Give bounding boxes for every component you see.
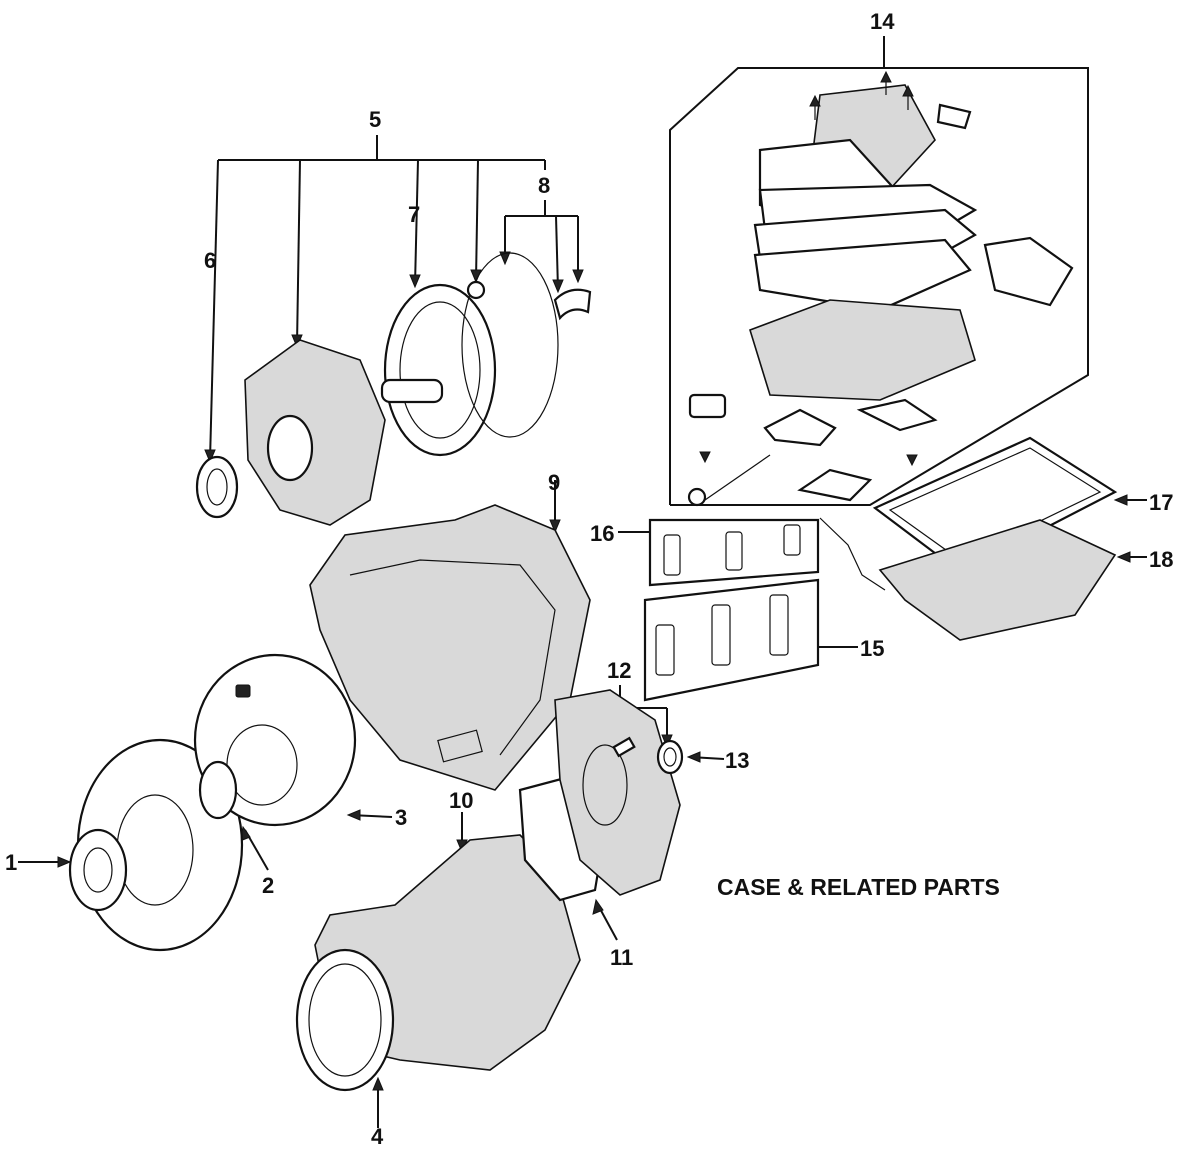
callout-17: 17 [1149,490,1173,515]
callout-13: 13 [725,748,749,773]
diagram-title: CASE & RELATED PARTS [717,874,1000,900]
oil-pan-assembly [819,436,1118,641]
callout-18: 18 [1149,547,1173,572]
spring-set-16 [648,518,820,587]
callout-10: 10 [449,788,473,813]
valve-body-assembly [669,67,1089,507]
case-extension [295,689,684,1092]
spring-set-15 [643,578,820,702]
callout-9: 9 [548,470,560,495]
callout-3: 3 [395,805,407,830]
callout-16: 16 [590,521,614,546]
callout-15: 15 [860,636,884,661]
callout-12: 12 [607,658,631,683]
callout-7: 7 [408,202,420,227]
torque-converter-group [68,653,357,952]
pump-assembly [195,252,592,526]
callout-14: 14 [870,9,895,34]
callout-11: 11 [610,945,633,970]
callout-6: 6 [204,248,216,273]
leader-lines [18,36,1147,1128]
callout-5: 5 [369,107,381,132]
callout-8: 8 [538,173,550,198]
callout-2: 2 [262,873,274,898]
callout-4: 4 [371,1124,384,1149]
callout-labels: 1 2 3 4 5 6 7 8 9 10 11 12 13 14 15 16 1… [5,9,1173,1149]
callout-1: 1 [5,850,17,875]
